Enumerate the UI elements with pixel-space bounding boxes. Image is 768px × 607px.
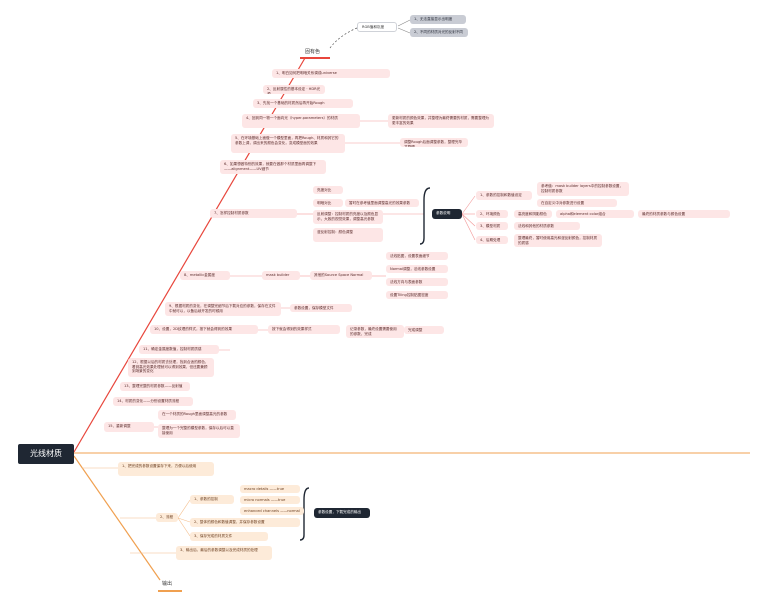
item-5-sub[interactable]: 调整Rough后面调整参数，整理完毕并整理: [400, 138, 468, 147]
dk-1-sub-2[interactable]: 在自定义中对参数进行设置: [537, 199, 617, 207]
brace-flow: [299, 487, 310, 541]
item-6[interactable]: 6、如果想做特别的效果，就要在做那个材质里面再调整下——alignment——U…: [220, 160, 326, 174]
dk-3-sub[interactable]: 法线和其他的材质参数: [514, 222, 580, 230]
item-13[interactable]: 13、整理完整的材质参数——反射值: [120, 382, 190, 391]
ctl-1[interactable]: 亮度对比: [313, 186, 343, 194]
ctl-3[interactable]: 反射调整：控制材质的亮度以及颜色显示，大致的视觉效果，调整高光参数: [313, 210, 383, 224]
flow-1-c[interactable]: enhanced channels ——normal: [240, 507, 304, 515]
dk-4[interactable]: 4、后期处理: [476, 236, 508, 244]
dk-2[interactable]: 2、环境颜色: [476, 210, 508, 218]
rgb-child-2[interactable]: 2、不同的材质对光的反射不同: [410, 28, 468, 37]
root-node[interactable]: 光线材质: [18, 444, 74, 464]
rgb-connector: [329, 27, 358, 49]
item-4[interactable]: 4、回到同一物一个面向光（hyper.parameters）的材质: [242, 114, 360, 128]
dark-params-node[interactable]: 参数说明: [432, 209, 462, 219]
flow-1-b[interactable]: micro normals ——true: [240, 496, 300, 504]
item-1[interactable]: 1、明白如何把明暗关系调成universe: [272, 69, 390, 78]
flow-1[interactable]: 1、参数的控制: [190, 495, 234, 504]
item-15[interactable]: 15、重新调整: [104, 422, 154, 432]
item-2[interactable]: 2、反射属性的基本设定 · HDR光源: [263, 85, 325, 94]
metal-builder[interactable]: mask builder: [262, 271, 300, 280]
bottom-branch-title[interactable]: 输出: [162, 581, 173, 587]
flow-3[interactable]: 3、保存完成的材质文件: [190, 532, 268, 541]
dk-1[interactable]: 1、参数的控制和数值设定: [476, 191, 532, 200]
bottom-item-2[interactable]: 2、流程: [156, 513, 178, 522]
bottom-item-3[interactable]: 3、输出后，最后的参数调整以及完成材质的处理: [176, 546, 272, 560]
item-3[interactable]: 3、先找一个基础的材质然后再开始Rough: [253, 99, 353, 108]
flow-2[interactable]: 2、整体的颜色和数值调整，并保存参数设置: [190, 518, 300, 527]
item-8[interactable]: 8、metallic金属度: [180, 271, 230, 280]
bottom-dark-node[interactable]: 参数设置，下载完成的输出: [314, 508, 370, 518]
ctl-2-sub[interactable]: 暂时在参考值里面调整高光的效果参数: [345, 199, 419, 207]
bottom-item-1[interactable]: 1、把完成的参数设置保存下来，方便以后使用: [118, 462, 214, 476]
item-4-sub[interactable]: 更新材质的颜色效果，并整理为最终需要的材质，需要整理为更丰富的效果: [388, 114, 494, 128]
ctl-4[interactable]: 漫反射控制：颜色调整: [313, 228, 383, 242]
dk-2-sub-c[interactable]: 最终的材质参数与颜色设置: [638, 210, 730, 218]
rgb-child-1[interactable]: 1、无法直接显示出明度: [410, 15, 466, 24]
item-10-sub-a[interactable]: 按下就会得到的效果样式: [268, 325, 340, 334]
item-10-sub-c[interactable]: 完成调整: [404, 326, 444, 334]
item-15-sub-1[interactable]: 在一个材质的Rough里面调整高光的参数: [158, 410, 236, 420]
item-9-sub[interactable]: 参数设置，保存模型文件: [290, 304, 352, 312]
ctl-2[interactable]: 明暗对比: [313, 199, 343, 207]
dk-2-sub[interactable]: 高亮度和阴影颜色: [514, 210, 552, 218]
metal-source[interactable]: 其他的Source Space Normal: [310, 271, 372, 280]
lower-branch-line: [73, 455, 161, 581]
flow-1-a[interactable]: macro details ——true: [240, 485, 300, 493]
metal-c4[interactable]: 设置Tiling控制贴图密度: [386, 291, 448, 299]
brace-ctl: [419, 187, 431, 245]
metal-c1[interactable]: 法线贴图，设置表面细节: [386, 252, 448, 260]
item-15-sub-2[interactable]: 整理为一个完整的模型参数，保存以后可以直接使用: [158, 424, 240, 438]
dk-2-sub-b[interactable]: alpha和element color组合: [556, 210, 634, 218]
metal-c2[interactable]: Normal调整，法线参数设置: [386, 265, 448, 273]
item-10[interactable]: 10、设置，2D纹理的样式，按下就会得到的效果: [150, 325, 258, 334]
item-7[interactable]: 7、怎样控制材质参数: [210, 209, 297, 218]
item-10-sub-b[interactable]: 记录参数，最终设置需要使用的参数，完成: [346, 325, 404, 338]
dk-4-sub[interactable]: 整理最终，暂时使用高光和漫反射颜色，控制材质的质感: [514, 234, 602, 247]
top-branch-title[interactable]: 固有色: [305, 49, 321, 55]
item-5[interactable]: 5、在环境基础上面做一个模型里面，再把Rough、材质和其它的参数上调，调出来的…: [231, 134, 345, 153]
item-9[interactable]: 9、根据材质的变化，在调整完细节后下载对应的参数，保存在文件中就可以，以备后续开…: [165, 302, 281, 316]
item-11[interactable]: 11、确定金属度数值，控制材质质感: [139, 345, 219, 354]
rgb-node[interactable]: RGB值和灰度: [357, 22, 397, 32]
item-14[interactable]: 14、材质的变化——分别设置材质流程: [113, 397, 193, 406]
dk-3[interactable]: 3、模型材质: [476, 222, 508, 230]
dk-1-sub-1[interactable]: 参考值：mask builder layers中的控制参数设置，控制材质参数: [537, 182, 629, 196]
item-12[interactable]: 12、根据以后的材质去处理，找到合适的颜色，看到高光效果处理就可以得到效果，但还…: [128, 358, 214, 377]
metal-c3[interactable]: 法线方向与表面参数: [386, 278, 448, 286]
